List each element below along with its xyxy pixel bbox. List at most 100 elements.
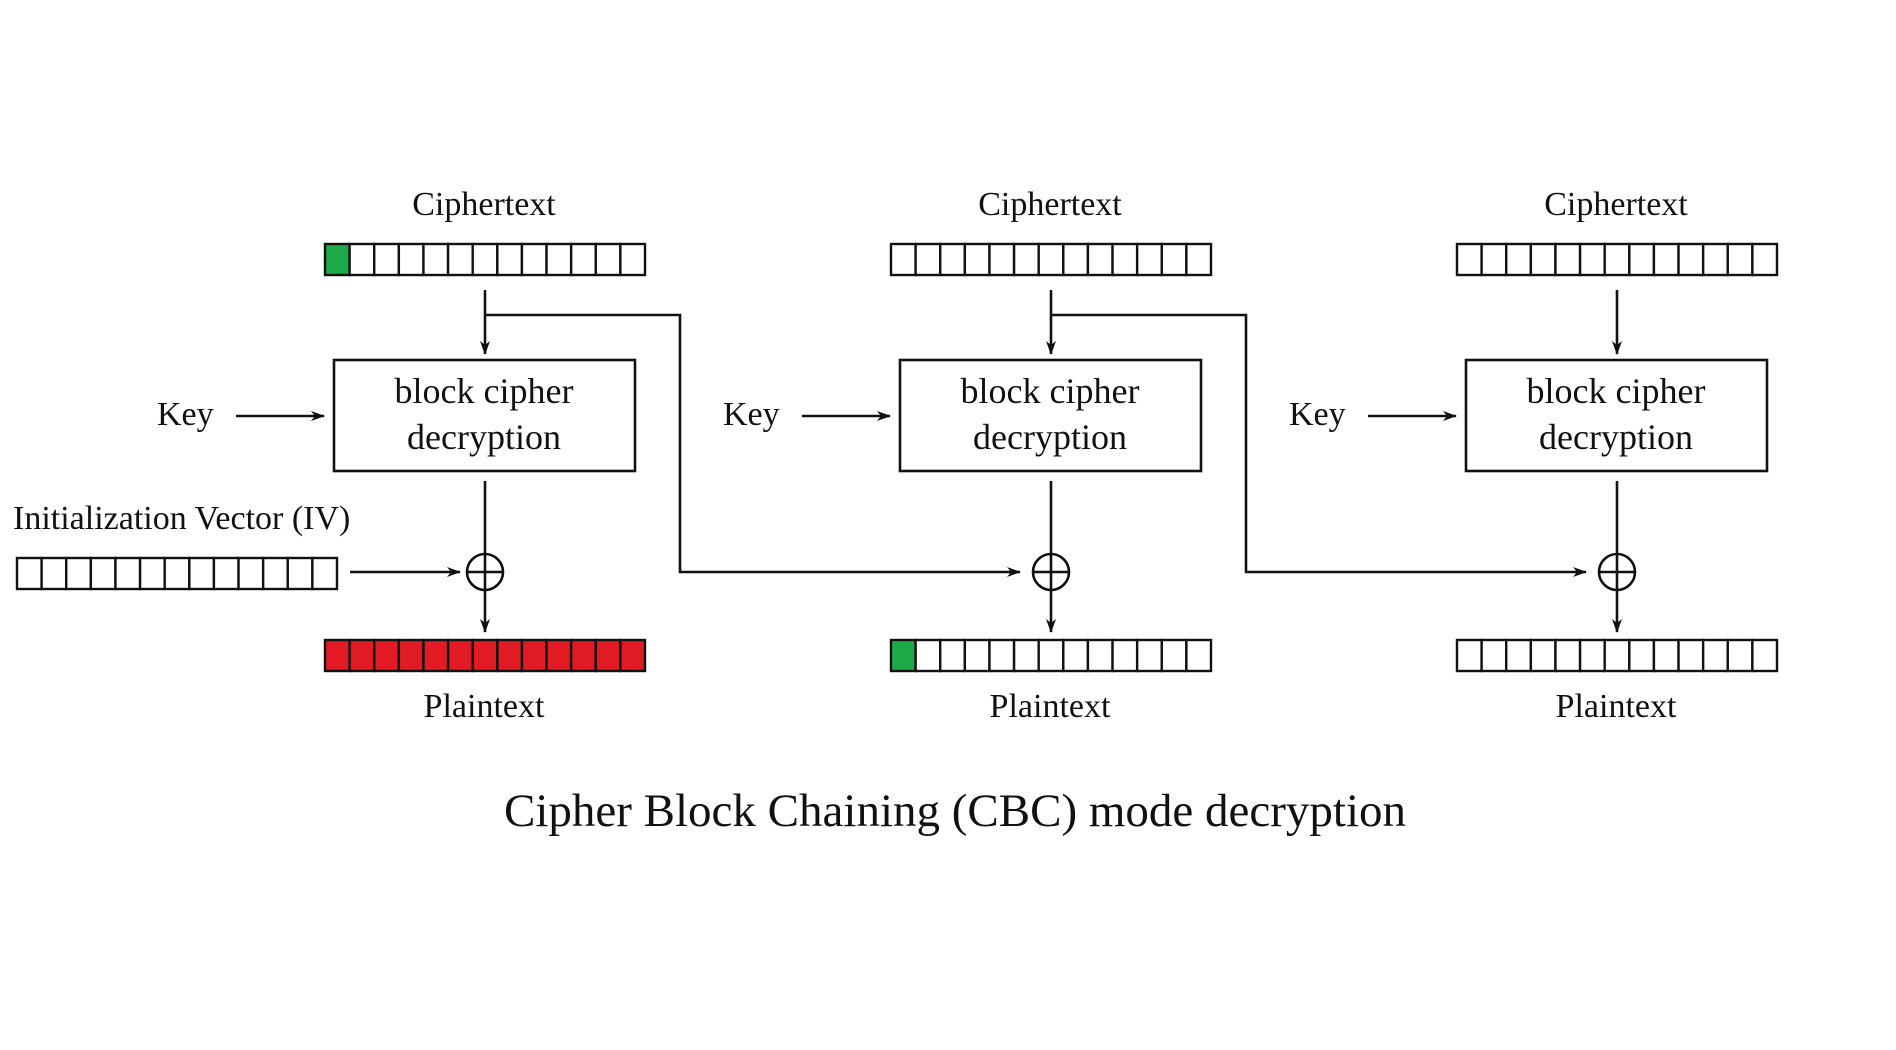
bit-cell xyxy=(323,638,351,673)
block-cipher-label: block cipher xyxy=(395,371,574,411)
bit-cell xyxy=(1701,638,1729,673)
bit-cell xyxy=(1529,242,1557,277)
decryption-label: decryption xyxy=(973,417,1127,457)
plaintext-block xyxy=(889,638,1213,673)
bit-cell xyxy=(1603,638,1631,673)
bit-cell xyxy=(569,638,597,673)
block-cipher-box xyxy=(898,358,1203,473)
block-cipher-box xyxy=(332,358,637,473)
chain-arrow-2-to-3 xyxy=(1051,313,1587,577)
block-cipher-label: block cipher xyxy=(1527,371,1706,411)
bit-cell xyxy=(619,638,647,673)
ciphertext-label: Ciphertext xyxy=(412,186,556,223)
bit-cell xyxy=(939,242,967,277)
iv-block xyxy=(15,556,339,591)
stage-2: Ciphertext block cipher decryption Key P… xyxy=(723,186,1213,725)
bit-cell xyxy=(397,638,425,673)
bit-cell xyxy=(40,556,68,591)
bit-cell xyxy=(1455,242,1483,277)
bit-cell xyxy=(1160,638,1188,673)
bit-cell xyxy=(1554,638,1582,673)
bit-cell xyxy=(1677,242,1705,277)
plaintext-block xyxy=(323,638,647,673)
bit-cell xyxy=(520,638,548,673)
block-cipher-box xyxy=(1464,358,1769,473)
plaintext-block xyxy=(1455,638,1779,673)
bit-cell xyxy=(212,556,240,591)
bit-cell xyxy=(1135,242,1163,277)
bit-cell xyxy=(261,556,289,591)
bit-cell xyxy=(1062,638,1090,673)
stage-3: Ciphertext block cipher decryption Key P… xyxy=(1289,186,1779,725)
bit-cell xyxy=(1677,638,1705,673)
iv-label: Initialization Vector (IV) xyxy=(13,500,350,537)
chain-arrow-1-to-2 xyxy=(485,313,1021,577)
bit-cell xyxy=(1652,242,1680,277)
bit-cell xyxy=(889,242,917,277)
bit-cell xyxy=(237,556,265,591)
bit-cell xyxy=(939,638,967,673)
bit-cell xyxy=(1603,242,1631,277)
bit-cell xyxy=(446,638,474,673)
bit-cell xyxy=(1578,638,1606,673)
bit-cell xyxy=(323,242,351,277)
ciphertext-label: Ciphertext xyxy=(978,186,1122,223)
bit-cell xyxy=(1012,242,1040,277)
diagram-title: Cipher Block Chaining (CBC) mode decrypt… xyxy=(504,785,1406,837)
bit-cell xyxy=(1037,638,1065,673)
bit-cell xyxy=(446,242,474,277)
bit-cell xyxy=(594,242,622,277)
plaintext-label: Plaintext xyxy=(424,688,545,725)
decryption-label: decryption xyxy=(1539,417,1693,457)
bit-cell xyxy=(1086,242,1114,277)
bit-cell xyxy=(914,242,942,277)
bit-cell xyxy=(1554,242,1582,277)
key-label: Key xyxy=(157,396,214,433)
bit-cell xyxy=(1701,242,1729,277)
bit-cell xyxy=(496,242,524,277)
bit-cell xyxy=(471,242,499,277)
bit-cell xyxy=(1160,242,1188,277)
bit-cell xyxy=(1111,638,1139,673)
bit-cell xyxy=(1751,242,1779,277)
bit-cell xyxy=(422,242,450,277)
bit-cell xyxy=(1578,242,1606,277)
ciphertext-block xyxy=(1455,242,1779,277)
bit-cell xyxy=(1012,638,1040,673)
bit-cell xyxy=(15,556,43,591)
bit-cell xyxy=(1480,242,1508,277)
bit-cell xyxy=(397,242,425,277)
bit-cell xyxy=(988,638,1016,673)
bit-cell xyxy=(1086,638,1114,673)
ciphertext-block xyxy=(323,242,647,277)
bit-cell xyxy=(348,638,376,673)
bit-cell xyxy=(65,556,93,591)
plaintext-label: Plaintext xyxy=(1556,688,1677,725)
bit-cell xyxy=(311,556,339,591)
bit-cell xyxy=(1529,638,1557,673)
bit-cell xyxy=(1628,638,1656,673)
bit-cell xyxy=(520,242,548,277)
bit-cell xyxy=(1455,638,1483,673)
plaintext-label: Plaintext xyxy=(990,688,1111,725)
bit-cell xyxy=(1135,638,1163,673)
bit-cell xyxy=(1726,242,1754,277)
block-cipher-label: block cipher xyxy=(961,371,1140,411)
bit-cell xyxy=(1726,638,1754,673)
bit-cell xyxy=(1480,638,1508,673)
bit-cell xyxy=(1652,638,1680,673)
bit-cell xyxy=(471,638,499,673)
bit-cell xyxy=(373,242,401,277)
bit-cell xyxy=(89,556,117,591)
bit-cell xyxy=(1505,638,1533,673)
bit-cell xyxy=(1628,242,1656,277)
ciphertext-label: Ciphertext xyxy=(1544,186,1688,223)
bit-cell xyxy=(348,242,376,277)
bit-cell xyxy=(496,638,524,673)
bit-cell xyxy=(963,638,991,673)
bit-cell xyxy=(373,638,401,673)
bit-cell xyxy=(422,638,450,673)
bit-cell xyxy=(619,242,647,277)
bit-cell xyxy=(914,638,942,673)
